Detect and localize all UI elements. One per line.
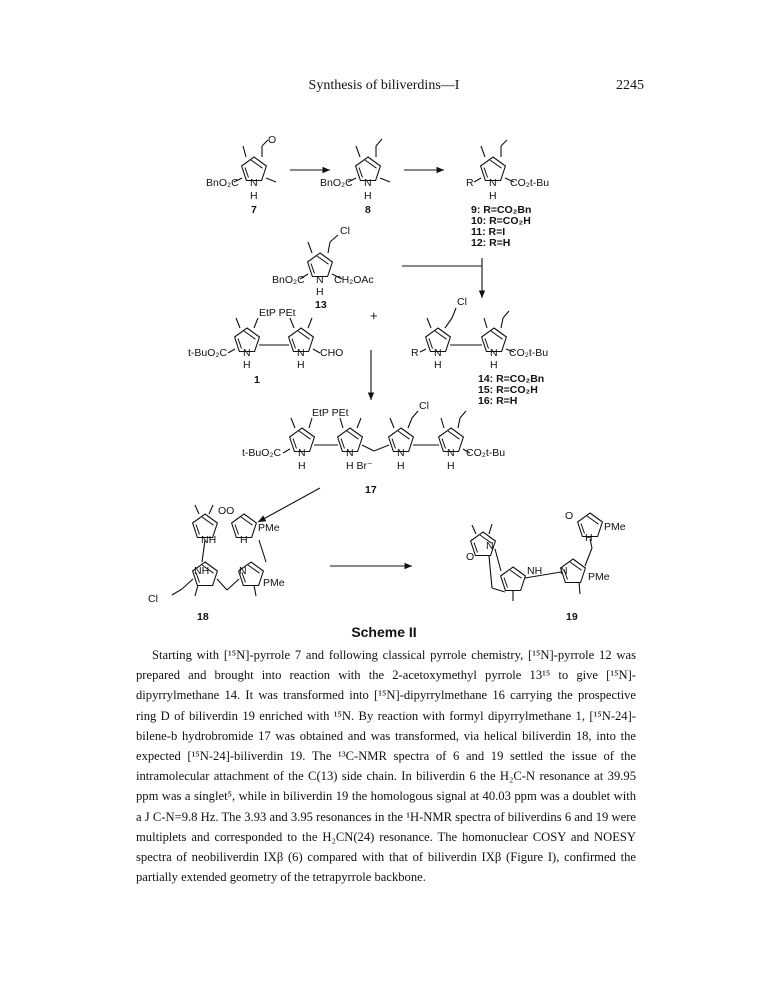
scheme-caption: Scheme II (351, 624, 417, 640)
c1-h1-label: H (243, 359, 251, 371)
compound-1-number: 1 (254, 374, 260, 386)
c13-cl-label: Cl (340, 225, 350, 237)
c14-h2-label: H (490, 359, 498, 371)
c17-cl-label: Cl (419, 400, 429, 412)
c8-h-label: H (364, 190, 372, 202)
page-number: 2245 (616, 78, 644, 93)
c19-pme1-label: PMe (604, 521, 626, 533)
c7-h-label: H (250, 190, 258, 202)
body-text: Starting with [¹⁵N]-pyrrole 7 and follow… (136, 645, 636, 887)
c19-n-label: N (560, 565, 568, 577)
c18-pme2-label: PMe (263, 577, 285, 589)
c9-r-label: R (466, 177, 474, 189)
c13-side-label: CH₂OAc (334, 274, 374, 286)
c17-n-label: N (397, 447, 405, 459)
c9-h-label: H (489, 190, 497, 202)
c8-n-label: N (364, 177, 372, 189)
c7-n-label: N (250, 177, 258, 189)
c17-h-label: H (397, 460, 405, 472)
c18-nh1-label: NH (201, 534, 216, 546)
c14-cl-label: Cl (457, 296, 467, 308)
c17-n-label: N (346, 447, 354, 459)
c19-h-label: H (585, 532, 593, 544)
c1-ester-label: t-BuO₂C (188, 347, 228, 359)
compound-7-number: 7 (251, 204, 257, 216)
c13-h-label: H (316, 286, 324, 298)
c9-list-item: 12: R=H (471, 237, 510, 249)
c7-o-label: O (268, 134, 276, 146)
c1-h2-label: H (297, 359, 305, 371)
body-paragraph: Starting with [¹⁵N]-pyrrole 7 and follow… (136, 648, 636, 885)
c18-h-label: H (240, 534, 248, 546)
compound-8-number: 8 (365, 204, 371, 216)
c19-pme2-label: PMe (588, 571, 610, 583)
running-title: Synthesis of biliverdins—I (308, 78, 460, 93)
c14-n1-label: N (434, 347, 442, 359)
c8-ester-label: BnO₂C (320, 177, 353, 189)
c18-pme1-label: PMe (258, 522, 280, 534)
c19-o2-label: O (466, 551, 474, 563)
c1-n2-label: N (297, 347, 305, 359)
compound-19-number: 19 (566, 611, 578, 623)
compound-13-number: 13 (315, 299, 327, 311)
c18-n2-label: N (239, 565, 247, 577)
c17-h-label: H (447, 460, 455, 472)
c9-list-item: 9: R=CO₂Bn (471, 204, 531, 216)
c17-ester2-label: CO₂t-Bu (466, 447, 505, 459)
c17-h-label: H (298, 460, 306, 472)
c17-n-label: N (447, 447, 455, 459)
c19-n2-label: N (486, 540, 494, 552)
plus-sign: + (370, 308, 378, 323)
c9-list-item: 11: R=I (471, 226, 505, 238)
c14-list-item: 15: R=CO₂H (478, 384, 538, 396)
c18-nh2-label: NH (194, 565, 209, 577)
c9-list-item: 10: R=CO₂H (471, 215, 531, 227)
c17-substituent-label: EtP PEt (312, 407, 349, 419)
c1-n1-label: N (243, 347, 251, 359)
c14-list-item: 16: R=H (478, 395, 517, 407)
c13-n-label: N (316, 274, 324, 286)
c9-n-label: N (489, 177, 497, 189)
c17-h-label: H Br⁻ (346, 460, 373, 472)
compound-18-number: 18 (197, 611, 209, 623)
c19-nh-label: NH (527, 565, 542, 577)
compound-17-number: 17 (365, 484, 377, 496)
c17-n-label: N (298, 447, 306, 459)
c9-ester-label: CO₂t-Bu (510, 177, 549, 189)
c14-list-item: 14: R=CO₂Bn (478, 373, 544, 385)
c14-n2-label: N (490, 347, 498, 359)
c18-oo-label: OO (218, 505, 234, 517)
c1-substituent-label: EtP PEt (259, 307, 296, 319)
c18-cl-label: Cl (148, 593, 158, 605)
c7-ester-label: BnO₂C (206, 177, 239, 189)
c14-ester-label: CO₂t-Bu (509, 347, 548, 359)
c19-o1-label: O (565, 510, 573, 522)
c1-cho-label: CHO (320, 347, 343, 359)
c14-r-label: R (411, 347, 419, 359)
c14-h1-label: H (434, 359, 442, 371)
c17-ester-label: t-BuO₂C (242, 447, 282, 459)
c13-ester-label: BnO₂C (272, 274, 305, 286)
running-header: Synthesis of biliverdins—I 2245 (0, 78, 768, 98)
reaction-scheme: BnO₂C N H O 7 BnO₂C N H 8 R N H CO₂t-Bu … (148, 134, 626, 623)
